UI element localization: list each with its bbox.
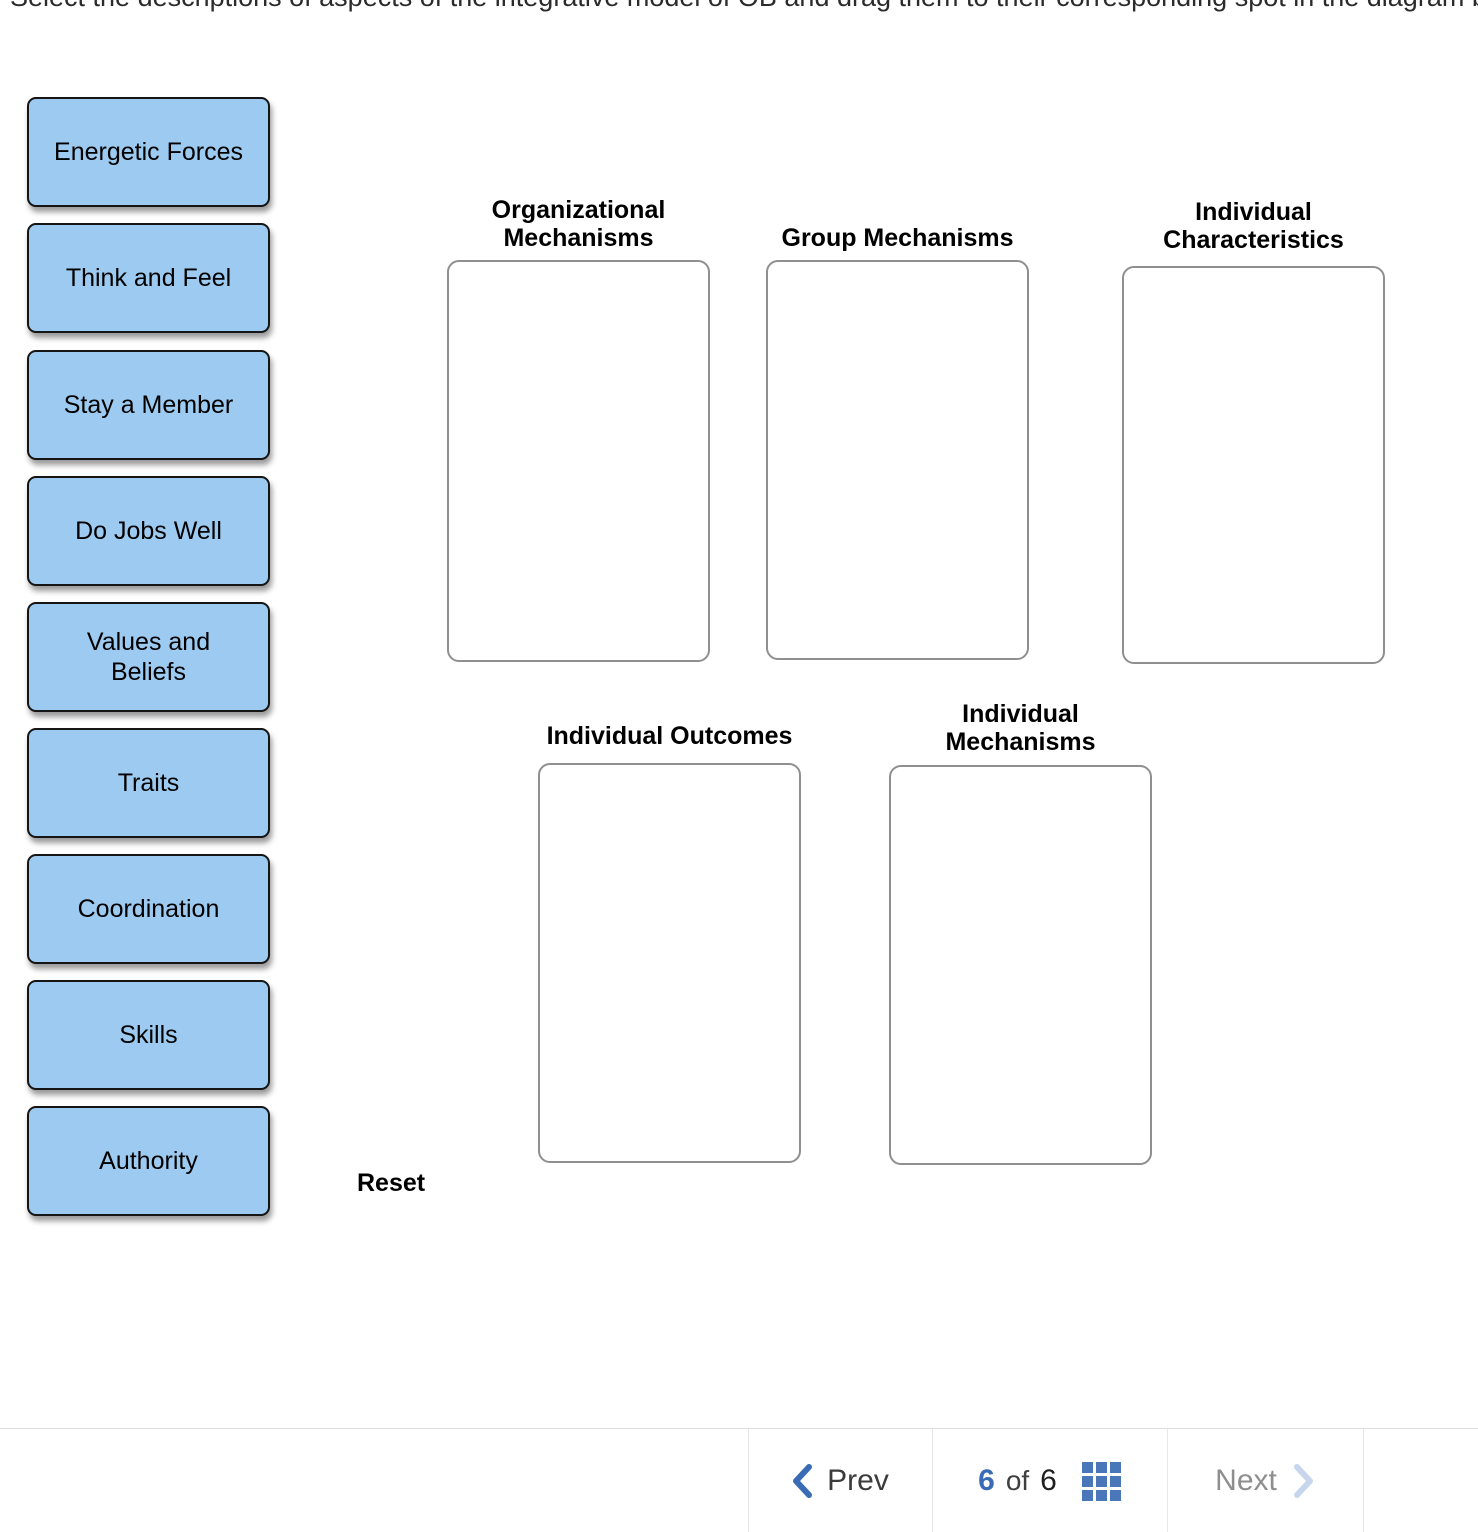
prev-button[interactable]: Prev	[748, 1429, 932, 1532]
chip-energetic-forces[interactable]: Energetic Forces	[27, 97, 270, 207]
chevron-left-icon	[791, 1464, 813, 1498]
dropzone-group-mechanisms[interactable]	[766, 260, 1029, 660]
zone-title-individual-characteristics: Individual Characteristics	[1163, 198, 1344, 254]
zone-title-individual-outcomes: Individual Outcomes	[546, 722, 793, 750]
chip-values-and-beliefs[interactable]: Values and Beliefs	[27, 602, 270, 712]
of-label: of	[1005, 1465, 1030, 1496]
reset-button[interactable]: Reset	[357, 1169, 426, 1197]
prev-label: Prev	[827, 1464, 889, 1497]
next-button[interactable]: Next	[1167, 1429, 1363, 1532]
chip-traits[interactable]: Traits	[27, 728, 270, 838]
chip-skills[interactable]: Skills	[27, 980, 270, 1090]
dropzone-individual-mechanisms[interactable]	[889, 765, 1152, 1165]
chip-do-jobs-well[interactable]: Do Jobs Well	[27, 476, 270, 586]
page-grid-icon[interactable]	[1081, 1461, 1121, 1501]
instruction-text: Select the descriptions of aspects of th…	[0, 0, 1478, 11]
dropzone-individual-characteristics[interactable]	[1122, 266, 1385, 664]
pagination-bar: Prev 6 of 6 Next	[0, 1428, 1478, 1532]
page-indicator: 6 of 6	[932, 1429, 1167, 1532]
chip-authority[interactable]: Authority	[27, 1106, 270, 1216]
current-page: 6	[978, 1464, 995, 1497]
zone-title-organizational-mechanisms: Organizational Mechanisms	[491, 196, 666, 252]
next-label: Next	[1215, 1464, 1277, 1497]
dropzone-individual-outcomes[interactable]	[538, 763, 801, 1163]
dropzone-organizational-mechanisms[interactable]	[447, 260, 710, 662]
divider	[932, 1429, 933, 1532]
divider	[748, 1429, 749, 1532]
total-pages: 6	[1040, 1464, 1057, 1497]
zone-title-group-mechanisms: Group Mechanisms	[781, 224, 1014, 252]
chevron-right-icon	[1293, 1464, 1315, 1498]
instruction-text-clipped: Select the descriptions of aspects of th…	[0, 0, 1478, 13]
divider	[1167, 1429, 1168, 1532]
chip-stay-a-member[interactable]: Stay a Member	[27, 350, 270, 460]
chip-coordination[interactable]: Coordination	[27, 854, 270, 964]
divider	[1363, 1429, 1364, 1532]
zone-title-individual-mechanisms: Individual Mechanisms	[945, 700, 1096, 756]
chip-think-and-feel[interactable]: Think and Feel	[27, 223, 270, 333]
